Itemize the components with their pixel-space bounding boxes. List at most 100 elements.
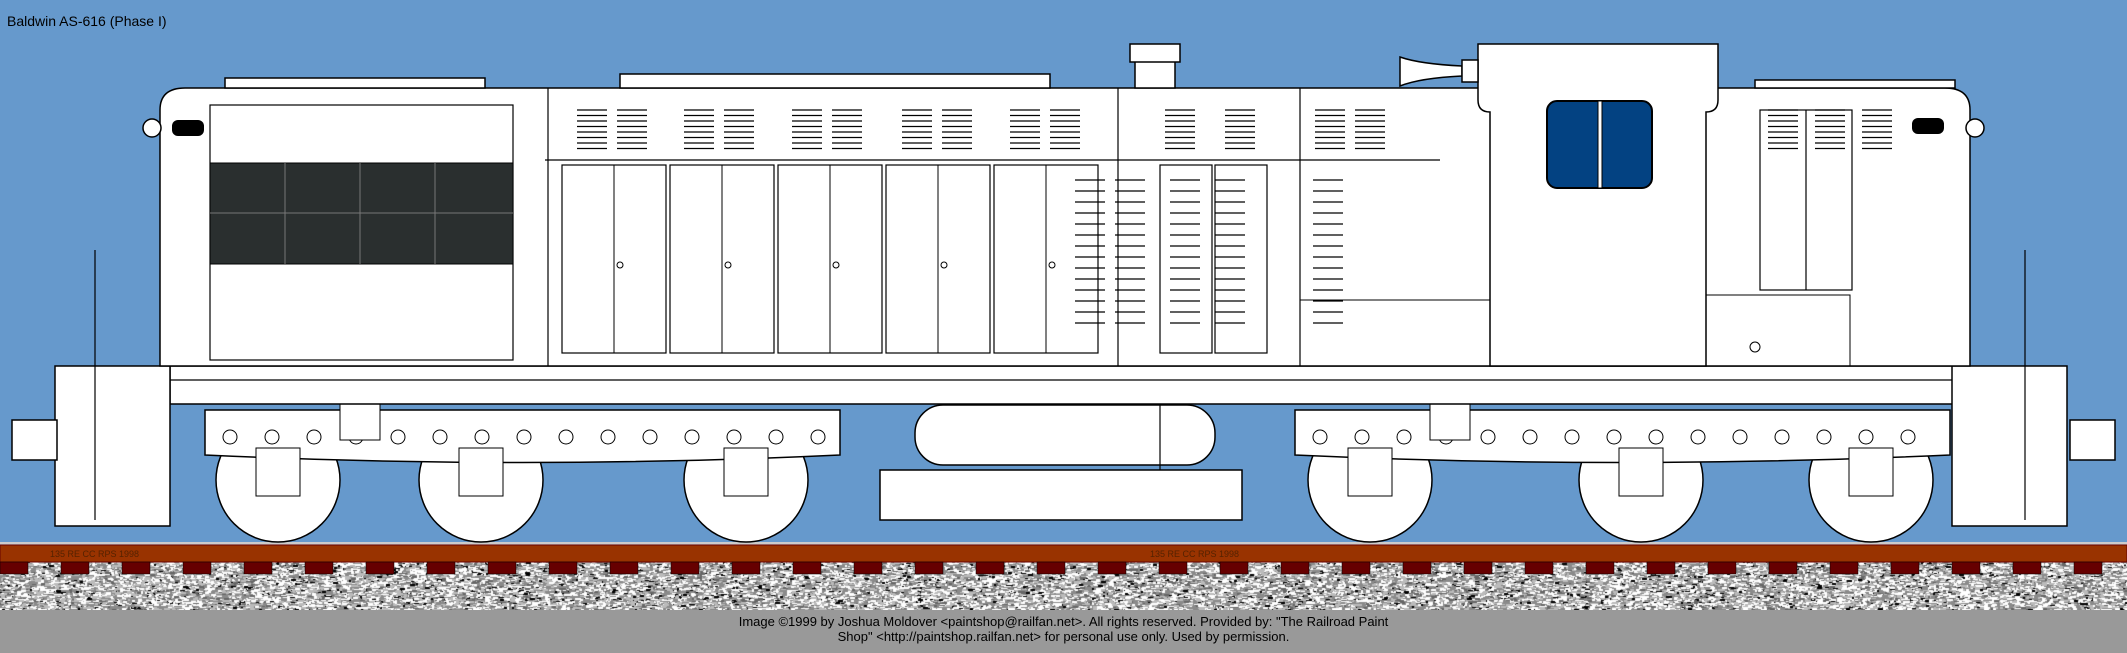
rail-tie [1524, 561, 1554, 575]
frame-hole [1522, 429, 1538, 445]
frame-hole [810, 429, 826, 445]
rail-tie [1219, 561, 1249, 575]
rail-tie [1036, 561, 1066, 575]
rail-tie [1951, 561, 1981, 575]
door-handle [616, 261, 624, 269]
drawing-title: Baldwin AS-616 (Phase I) [7, 13, 167, 29]
marker-light-right [1965, 118, 1985, 138]
marker-light-left [142, 118, 162, 138]
louver [1010, 109, 1040, 150]
rail-tie [2012, 561, 2042, 575]
louver [1315, 109, 1345, 150]
louver [724, 109, 754, 150]
locomotive-drawing: 135 RE CC RPS 1998 135 RE CC RPS 1998 [0, 43, 2127, 575]
frame-hole [1648, 429, 1664, 445]
journal-box [1347, 447, 1393, 497]
frame-hole [1480, 429, 1496, 445]
journal-box [1618, 447, 1664, 497]
truck [1294, 394, 1951, 543]
frame-hole [306, 429, 322, 445]
coupler-left [11, 419, 58, 461]
rail-tie [975, 561, 1005, 575]
access-door [1214, 164, 1268, 354]
louver [1075, 179, 1105, 324]
rail-tie [792, 561, 822, 575]
access-door [1159, 164, 1213, 354]
louver [1225, 109, 1255, 150]
rail-tie [1707, 561, 1737, 575]
frame-hole [1732, 429, 1748, 445]
frame-hole [1312, 429, 1328, 445]
door-handle [832, 261, 840, 269]
rail-tie [304, 561, 334, 575]
louver [1170, 179, 1200, 324]
frame-hole [1816, 429, 1832, 445]
louver [1215, 179, 1245, 324]
frame-hole [558, 429, 574, 445]
rail-tie [1097, 561, 1127, 575]
cab [1399, 43, 1853, 367]
frame-hole [642, 429, 658, 445]
truck [204, 394, 841, 543]
frame-hole [1354, 429, 1370, 445]
caption-line-2: Shop" <http://paintshop.railfan.net> for… [837, 629, 1290, 644]
rail-tie [670, 561, 700, 575]
journal-box [458, 447, 504, 497]
louver [1050, 109, 1080, 150]
frame-hole [1606, 429, 1622, 445]
louver [1862, 109, 1892, 150]
rail-tie [1463, 561, 1493, 575]
louver [1313, 179, 1343, 324]
exhaust-stack [1134, 59, 1176, 89]
frame-hole [684, 429, 700, 445]
rail-tie [60, 561, 90, 575]
louver [942, 109, 972, 150]
roof-hatch [619, 73, 1051, 89]
rail-tie [426, 561, 456, 575]
rail-tie [1402, 561, 1432, 575]
rail-marking: 135 RE CC RPS 1998 [50, 549, 139, 559]
louver [577, 109, 607, 150]
louver [1115, 179, 1145, 324]
caption-line-1: Image ©1999 by Joshua Moldover <paintsho… [738, 614, 1389, 629]
louver [902, 109, 932, 150]
rail-tie [1280, 561, 1310, 575]
rail-tie [487, 561, 517, 575]
coupler-right [2069, 419, 2116, 461]
frame-hole [600, 429, 616, 445]
roof-hatch [1754, 79, 1956, 89]
frame-hole [222, 429, 238, 445]
rail-tie [731, 561, 761, 575]
rail-tie [1890, 561, 1920, 575]
rail-tie [121, 561, 151, 575]
headlight-left [172, 120, 204, 136]
fuel-tank [879, 395, 1243, 521]
rail-tie [609, 561, 639, 575]
rail-marking: 135 RE CC RPS 1998 [1150, 549, 1239, 559]
bolt [1749, 341, 1761, 353]
door-handle [940, 261, 948, 269]
rail-tie [548, 561, 578, 575]
rail-tie [1829, 561, 1859, 575]
frame-hole [1690, 429, 1706, 445]
frame-hole [264, 429, 280, 445]
frame-hole [1858, 429, 1874, 445]
louver [1355, 109, 1385, 150]
journal-box [1848, 447, 1894, 497]
rail-tie [2073, 561, 2103, 575]
rail-tie [1646, 561, 1676, 575]
horn [1399, 55, 1463, 88]
headlight-right [1912, 118, 1944, 134]
door-handle [1048, 261, 1056, 269]
frame-hole [474, 429, 490, 445]
frame-hole [768, 429, 784, 445]
frame-hole [516, 429, 532, 445]
frame-hole [1774, 429, 1790, 445]
frame-hole [432, 429, 448, 445]
frame-hole [1396, 429, 1412, 445]
frame-hole [726, 429, 742, 445]
louver [684, 109, 714, 150]
journal-box [723, 447, 769, 497]
rail-tie [182, 561, 212, 575]
door-handle [724, 261, 732, 269]
